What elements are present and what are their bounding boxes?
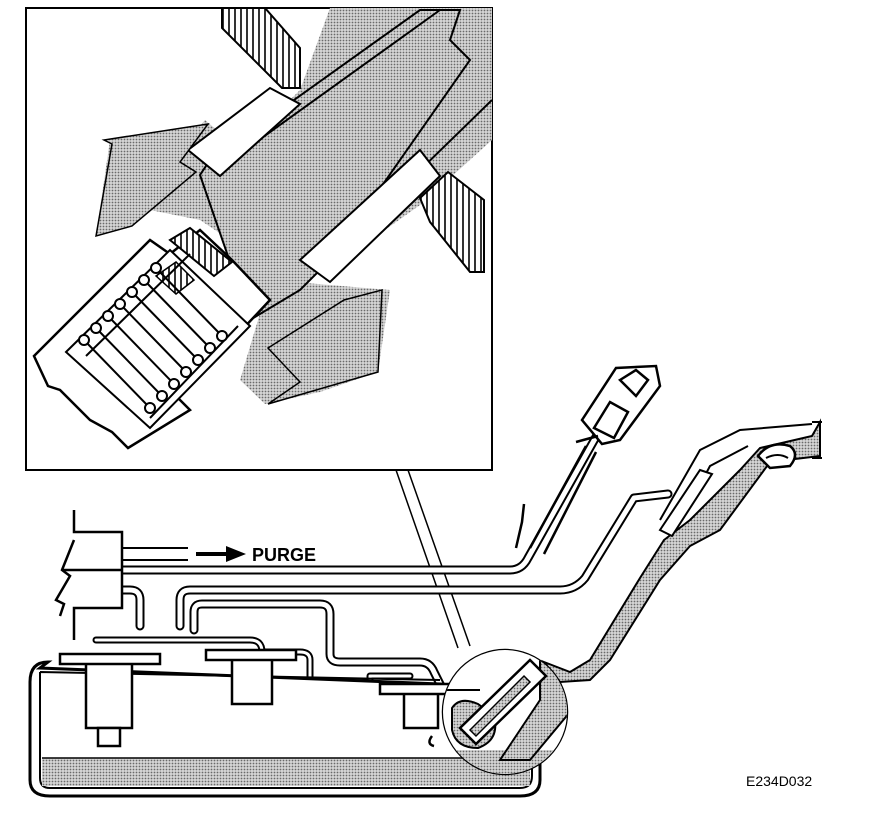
engine-ports	[120, 547, 188, 561]
valve-body-inner	[64, 248, 252, 430]
housing-wall-right	[418, 170, 485, 273]
intake-manifold-block	[54, 510, 124, 640]
pressure-valve	[514, 364, 662, 555]
valve-seat	[168, 226, 234, 278]
figure-code: E234D032	[746, 773, 812, 789]
valve-spring	[78, 253, 239, 419]
rollover-valve-center	[230, 654, 274, 706]
fuel-pump-module	[84, 658, 134, 730]
detail-inset	[25, 7, 493, 471]
purge-label: PURGE	[252, 545, 316, 565]
detail-leader-lines	[395, 469, 471, 649]
tank-valves	[58, 648, 452, 748]
detail-circle	[441, 648, 569, 776]
rollover-valve-right	[402, 688, 440, 730]
flow-arrow-down-right	[266, 289, 383, 405]
vent-tube	[658, 468, 714, 538]
housing-wall-top	[221, 8, 301, 89]
purge-indicator: PURGE	[196, 545, 316, 565]
vapor-lines	[92, 375, 673, 714]
fuel-cap	[756, 443, 797, 470]
filler-neck	[540, 418, 822, 684]
fuel-level	[42, 758, 530, 786]
flow-arrow-up-left	[95, 122, 210, 238]
purge-arrow-head	[226, 546, 246, 562]
